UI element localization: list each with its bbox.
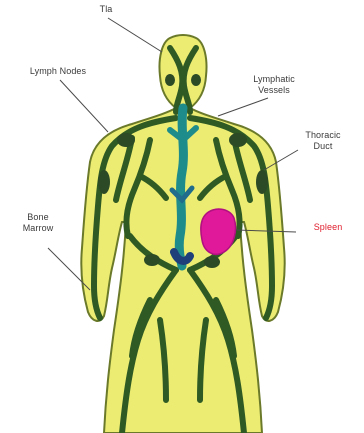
label-top: Tla — [86, 4, 126, 15]
label-bone-marrow: Bone Marrow — [8, 212, 68, 234]
label-spleen: Spleen — [296, 222, 360, 233]
thoracic-duct-vessel — [179, 108, 183, 266]
label-thoracic-duct: Thoracic Duct — [290, 130, 356, 152]
label-lymph-nodes: Lymph Nodes — [8, 66, 108, 77]
label-lymphatic-vessels: Lymphatic Vessels — [238, 74, 310, 96]
